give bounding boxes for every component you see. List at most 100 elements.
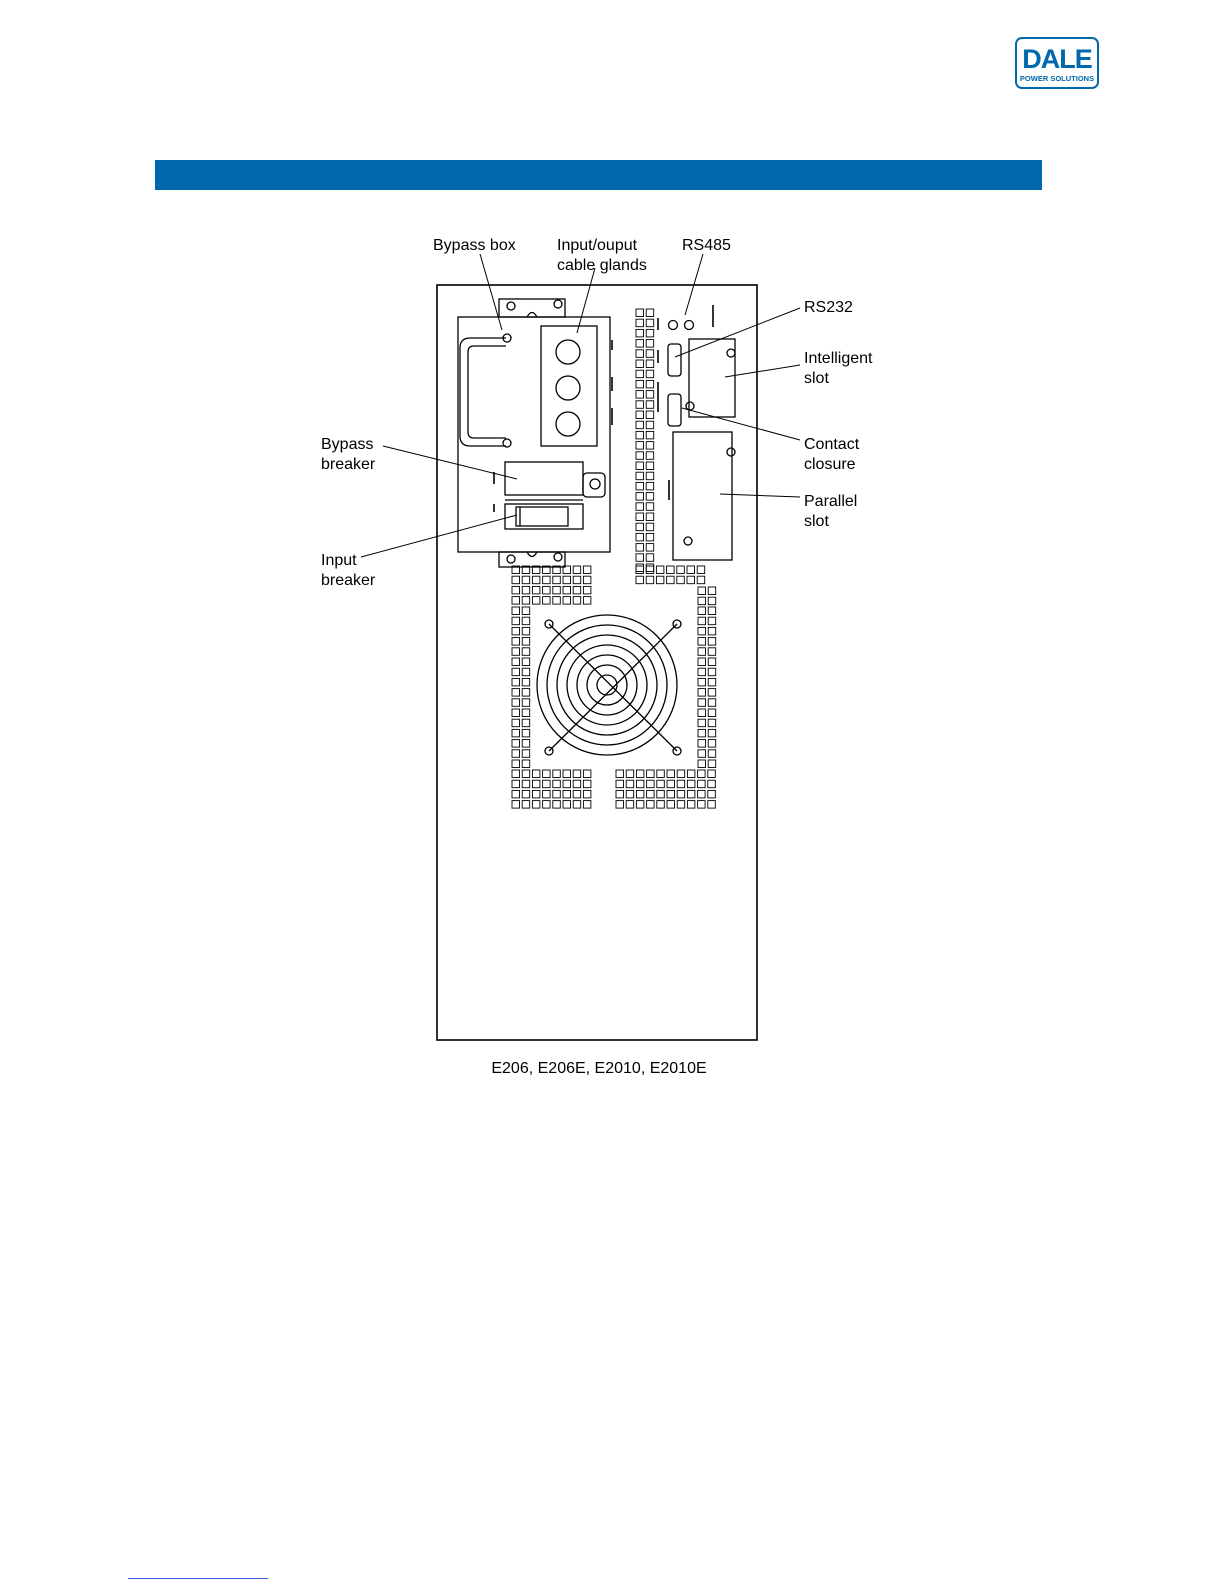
vent-hole	[563, 597, 571, 605]
vent-hole	[543, 780, 551, 788]
vent-hole	[646, 360, 654, 368]
vent-hole	[698, 770, 706, 778]
vent-hole	[553, 586, 561, 594]
vent-hole	[656, 566, 664, 574]
vent-hole	[646, 329, 654, 337]
vent-hole	[626, 770, 634, 778]
vent-hole	[532, 576, 540, 584]
vent-hole	[646, 431, 654, 439]
vent-hole	[532, 770, 540, 778]
vent-hole	[646, 503, 654, 511]
vent-hole	[512, 607, 520, 615]
vent-hole	[573, 780, 581, 788]
vent-hole	[512, 709, 520, 717]
label-contact-closure-1: Contact	[804, 436, 860, 453]
vent-hole	[646, 482, 654, 490]
vent-hole	[677, 770, 685, 778]
vent-hole	[636, 472, 644, 480]
cable-gland	[556, 376, 580, 400]
vent-hole	[636, 566, 644, 574]
label-bypass-box: Bypass box	[433, 237, 516, 254]
vent-hole	[522, 576, 530, 584]
rs485-port	[669, 321, 678, 330]
vent-hole	[563, 586, 571, 594]
vent-hole	[646, 554, 654, 562]
vent-hole	[667, 780, 675, 788]
label-cable-glands-2: cable glands	[557, 257, 647, 274]
vent-hole	[698, 729, 706, 737]
label-bypass-breaker-1: Bypass	[321, 436, 373, 453]
vent-hole	[636, 462, 644, 470]
vent-hole	[512, 790, 520, 798]
label-intelligent-slot-1: Intelligent	[804, 350, 873, 367]
vent-hole	[687, 566, 695, 574]
vent-hole	[553, 780, 561, 788]
vent-hole	[522, 719, 530, 727]
vent-hole	[636, 503, 644, 511]
vent-hole	[708, 740, 716, 748]
vent-hole	[636, 564, 644, 572]
parallel-slot	[673, 432, 732, 560]
vent-hole	[687, 770, 695, 778]
vent-hole	[573, 586, 581, 594]
vent-hole	[687, 801, 695, 809]
vent-hole	[522, 648, 530, 656]
vent-hole	[708, 648, 716, 656]
vent-hole	[708, 668, 716, 676]
vent-hole	[708, 658, 716, 666]
label-contact-closure-2: closure	[804, 456, 856, 473]
vent-hole	[636, 380, 644, 388]
vent-hole	[677, 780, 685, 788]
contact-closure-port	[668, 394, 681, 426]
vent-hole	[708, 719, 716, 727]
vent-hole	[698, 648, 706, 656]
vent-hole	[626, 801, 634, 809]
vent-hole	[667, 576, 675, 584]
vent-hole	[522, 689, 530, 697]
vent-hole	[522, 586, 530, 594]
vent-hole	[616, 780, 624, 788]
vent-hole	[522, 780, 530, 788]
vent-hole	[646, 391, 654, 399]
vent-hole	[646, 350, 654, 358]
vent-hole	[636, 493, 644, 501]
vent-hole	[698, 740, 706, 748]
vent-hole	[698, 607, 706, 615]
vent-hole	[646, 493, 654, 501]
footer-rule	[128, 1578, 268, 1579]
vent-hole	[563, 780, 571, 788]
input-breaker	[505, 504, 583, 529]
vent-hole	[636, 319, 644, 327]
vent-hole	[532, 586, 540, 594]
vent-hole	[512, 586, 520, 594]
vent-hole	[512, 627, 520, 635]
vent-hole	[698, 689, 706, 697]
vent-hole	[616, 770, 624, 778]
vent-hole	[646, 411, 654, 419]
vent-hole	[636, 482, 644, 490]
vent-hole	[677, 566, 685, 574]
vent-hole	[667, 801, 675, 809]
vent-hole	[522, 597, 530, 605]
vent-hole	[543, 576, 551, 584]
vent-hole	[512, 801, 520, 809]
vent-hole	[667, 790, 675, 798]
vent-hole	[698, 658, 706, 666]
vent-hole	[647, 780, 655, 788]
label-input-breaker-1: Input	[321, 552, 357, 569]
vent-hole	[636, 780, 644, 788]
vent-hole	[636, 452, 644, 460]
vent-hole	[708, 750, 716, 758]
vent-hole	[522, 740, 530, 748]
vent-hole	[708, 760, 716, 768]
label-bypass-breaker-2: breaker	[321, 456, 376, 473]
vent-hole	[532, 801, 540, 809]
vent-hole	[543, 770, 551, 778]
vent-hole	[698, 790, 706, 798]
vent-hole	[646, 576, 654, 584]
vent-hole	[708, 729, 716, 737]
vent-hole	[708, 617, 716, 625]
vent-hole	[583, 576, 591, 584]
vent-hole	[563, 770, 571, 778]
